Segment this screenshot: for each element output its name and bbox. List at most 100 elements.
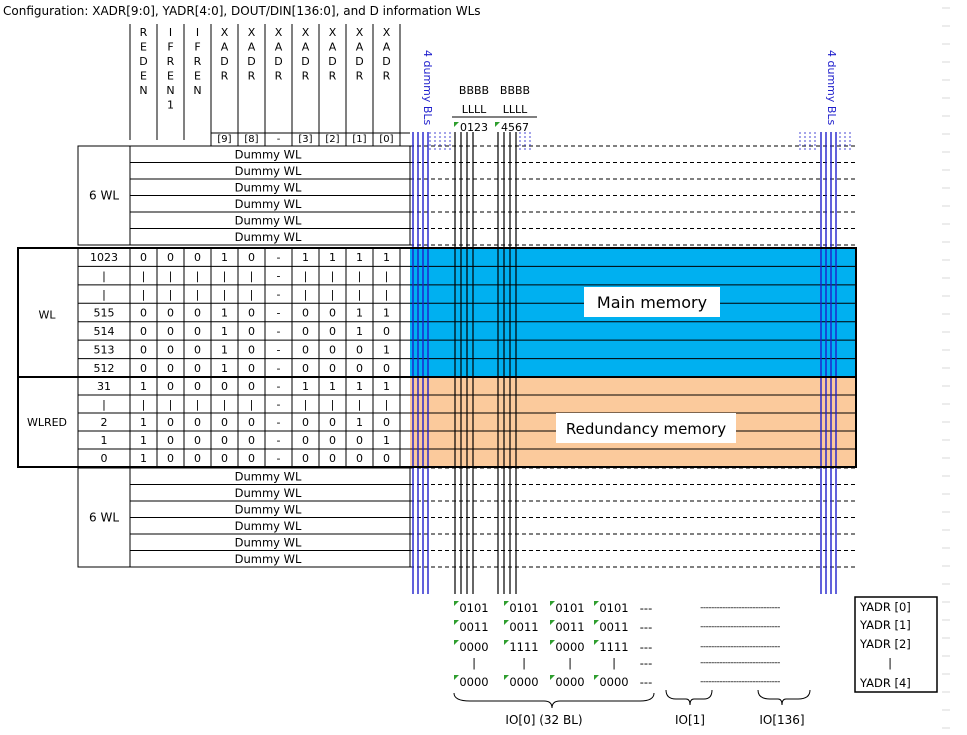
wlred-bit: - <box>277 452 281 465</box>
wl-bit: 0 <box>329 307 336 320</box>
wl-bit: | <box>331 270 335 283</box>
col-reden-letter: R <box>140 26 148 39</box>
wl-bit: 1 <box>221 307 228 320</box>
wlred-row-number: 0 <box>101 452 108 465</box>
yadr-pattern-value: 0000 <box>459 640 488 654</box>
brace-io0 <box>453 692 655 709</box>
wl-bit: 0 <box>248 307 255 320</box>
yadr-dash-line: ----------------------------- <box>700 642 780 652</box>
wlred-bit: 0 <box>329 452 336 465</box>
yadr-pattern-value: 1111 <box>599 640 628 654</box>
wl-row-number: 513 <box>94 343 115 356</box>
cell-tick-mark <box>550 675 555 680</box>
wl-bit: 0 <box>167 307 174 320</box>
wlred-bit: | <box>304 398 308 411</box>
yadr-pattern-value: --- <box>640 620 652 634</box>
col-xadr-dash-letter: A <box>275 41 283 54</box>
wlred-bit: 0 <box>248 434 255 447</box>
wlred-row-number: 1 <box>101 434 108 447</box>
wl-bit: 0 <box>248 325 255 338</box>
dummy-wl-label: Dummy WL <box>235 148 302 162</box>
wl-bit: 0 <box>140 325 147 338</box>
cell-tick-mark <box>454 601 459 606</box>
yadr-dash-line: ----------------------------- <box>700 603 780 613</box>
col-xadr9-index: [9] <box>217 134 231 145</box>
dummy-wl-label: Dummy WL <box>235 519 302 533</box>
col-xadr1-index: [1] <box>352 134 366 145</box>
col-xadr9-letter: D <box>220 55 228 68</box>
yadr-legend-item: YADR [4] <box>859 676 911 690</box>
wl-bit: - <box>277 288 281 301</box>
wlred-bit: 0 <box>248 452 255 465</box>
cell-tick-mark <box>594 601 599 606</box>
wlred-bit: | <box>358 398 362 411</box>
col-ifren-letter: I <box>196 26 199 39</box>
wlred-bit: | <box>385 398 389 411</box>
wlred-bit: 0 <box>302 416 309 429</box>
wl-bit: - <box>277 325 281 338</box>
redundancy-memory-label-box <box>556 413 736 443</box>
wlred-bit: - <box>277 434 281 447</box>
wl-bit: | <box>223 288 227 301</box>
yadr-pattern-value: | <box>522 656 526 670</box>
wl-bit: 0 <box>302 325 309 338</box>
cell-tick-mark <box>495 122 500 127</box>
cell-tick-mark <box>504 640 509 645</box>
yadr-pattern-value: 1111 <box>509 640 538 654</box>
wl-bit: - <box>277 270 281 283</box>
wl-bit: 0 <box>383 362 390 375</box>
yadr-pattern-value: --- <box>640 640 652 654</box>
wlred-bit: 0 <box>221 416 228 429</box>
wl-bit: | <box>304 288 308 301</box>
wl-bit: 1 <box>221 325 228 338</box>
brace-io136 <box>757 689 811 706</box>
wl-bit: | <box>223 270 227 283</box>
col-xadr8-letter: X <box>248 26 256 39</box>
wl-row-number: | <box>102 270 106 283</box>
col-xadr1-letter: D <box>355 55 363 68</box>
dummy-wl-label: Dummy WL <box>235 552 302 566</box>
wl-bit: 0 <box>302 362 309 375</box>
wl-bit: | <box>142 270 146 283</box>
col-xadr2-letter: X <box>329 26 337 39</box>
bl-group-mid: LLLL <box>503 103 528 116</box>
wl-bit: | <box>358 270 362 283</box>
wl-bit: 0 <box>194 325 201 338</box>
wl-bit: 1 <box>221 343 228 356</box>
dummy-wl-label: Dummy WL <box>235 214 302 228</box>
wl-bit: 0 <box>140 343 147 356</box>
wl-bit: 1 <box>356 307 363 320</box>
wl-group-label: WL <box>38 309 56 322</box>
wl-bit: | <box>196 288 200 301</box>
col-ifren1-letter: E <box>167 70 174 83</box>
wlred-bit: 1 <box>140 452 147 465</box>
wlred-bit: | <box>169 398 173 411</box>
wl-bit: 1 <box>383 251 390 264</box>
dummy-wl-label: Dummy WL <box>235 197 302 211</box>
col-xadr1-letter: X <box>356 26 364 39</box>
wlred-bit: - <box>277 398 281 411</box>
wlred-bit: 1 <box>302 380 309 393</box>
brace-io1 <box>665 689 713 706</box>
col-xadr8-index: [8] <box>244 134 258 145</box>
col-xadr2-letter: R <box>329 70 337 83</box>
yadr-pattern-value: 0011 <box>509 620 538 634</box>
wlred-bit: 0 <box>329 434 336 447</box>
dummy-bl-label-right: 4 dummy BLs <box>825 50 838 126</box>
right-edge-ticks <box>942 7 950 729</box>
yadr-pattern-value: | <box>472 656 476 670</box>
io136-label: IO[136] <box>759 713 804 727</box>
wlred-bit: 1 <box>356 416 363 429</box>
wl-bit: | <box>169 288 173 301</box>
wlred-bit: - <box>277 416 281 429</box>
wlred-bit: - <box>277 380 281 393</box>
col-xadr3-letter: A <box>302 41 310 54</box>
col-ifren-letter: E <box>194 70 201 83</box>
col-ifren1-letter: I <box>169 26 172 39</box>
col-reden-letter: E <box>140 70 147 83</box>
wl-bit: 1 <box>329 251 336 264</box>
wlred-bit: 1 <box>140 416 147 429</box>
wl-bit: 1 <box>302 251 309 264</box>
wl-bit: 0 <box>194 307 201 320</box>
